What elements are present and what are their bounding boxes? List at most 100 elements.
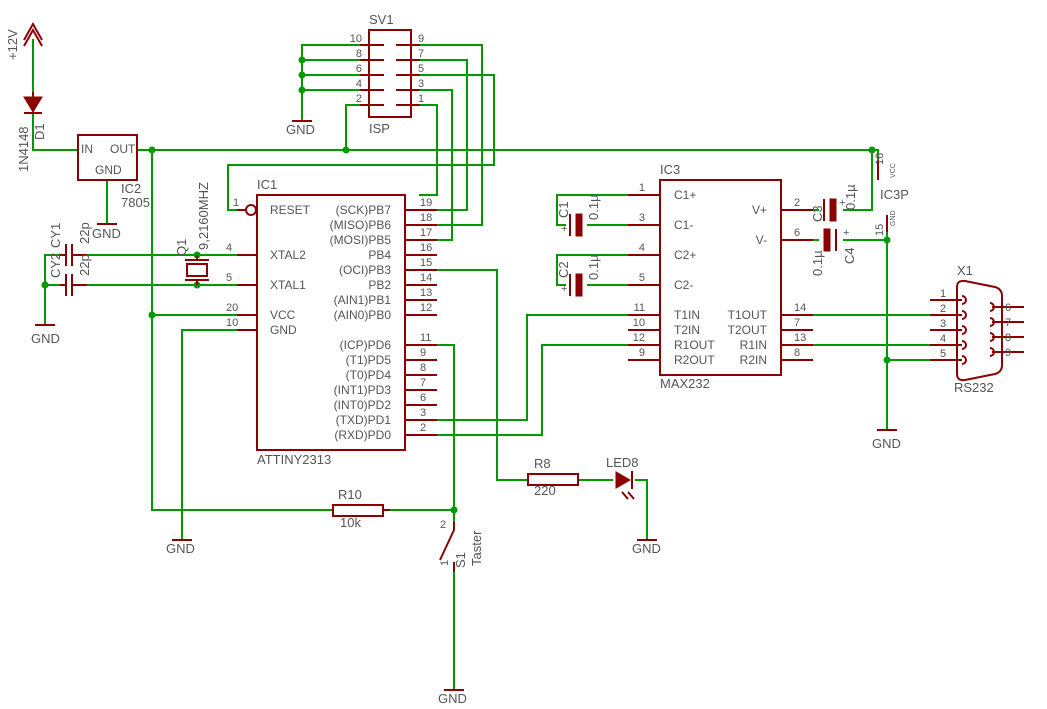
ic1-pin-name: (INT1)PD3: [334, 383, 392, 397]
d1-value: 1N4148: [16, 126, 31, 172]
sv1-pin-number: 10: [350, 33, 362, 45]
ic1-pin-number: 8: [420, 362, 426, 374]
resistor-r10: R10 10k: [332, 487, 390, 530]
ic1-pin-number: 2: [420, 422, 426, 434]
c1-plus: +: [561, 223, 567, 235]
capacitor-c4: + 0.1µ C4: [810, 227, 857, 276]
capacitor-c2: + C2 0.1µ: [556, 254, 601, 297]
ic1-right-pins: 19(SCK)PB718(MISO)PB617(MOSI)PB516PB415(…: [330, 197, 437, 442]
ic3-pin-number: 2: [794, 197, 800, 209]
ic2-out-label: OUT: [110, 142, 136, 156]
x1-pin-number: 3: [940, 318, 946, 330]
ic3-pin-name: R1OUT: [674, 338, 715, 352]
ic1-pin-number: 6: [420, 392, 426, 404]
ic3-ref: IC3: [660, 162, 680, 177]
c2-ref: C2: [556, 261, 571, 278]
gnd-label: GND: [166, 541, 195, 556]
ic1-pin-number: 3: [420, 407, 426, 419]
ic1-pin-name: XTAL2: [270, 248, 306, 262]
ic3p-ref: IC3P: [880, 187, 909, 202]
c3-plus: +: [839, 197, 845, 209]
ic3-pin-number: 8: [794, 347, 800, 359]
ic1-pin-number: 19: [420, 197, 432, 209]
q1-value: 9,2160MHZ: [196, 182, 211, 250]
s1-pin-a: 2: [440, 519, 446, 531]
ic1-pin-name: PB2: [368, 278, 391, 292]
c2-plus: +: [561, 283, 567, 295]
ic3-pin-name: V-: [756, 233, 767, 247]
led8-ref: LED8: [606, 455, 639, 470]
ic1-pin-name: (T0)PD4: [346, 368, 392, 382]
ic3-pin-name: C1+: [674, 188, 696, 202]
ic3-pin-name: V+: [752, 203, 767, 217]
ic2-ref: IC2: [121, 181, 141, 196]
x1-pin-contact: [989, 332, 995, 342]
x1-pin-number: 8: [1005, 332, 1011, 344]
ic3-pin-number: 10: [633, 317, 645, 329]
sv1-pin-number: 4: [356, 78, 362, 90]
ic1-value: ATTINY2313: [257, 452, 331, 467]
sv1-pin-number: 1: [418, 93, 424, 105]
ic3-pin-number: 3: [639, 212, 645, 224]
ic3p-power: 16 VCC IC3P GND 15: [874, 153, 909, 236]
x1-pin-contact: [961, 325, 967, 335]
crystal-q1: Q1 9,2160MHZ: [174, 182, 211, 285]
ic3p-vcc-pin: 16: [874, 153, 886, 165]
ic3-pin-name: R1IN: [740, 338, 767, 352]
ic3-pin-name: C2-: [674, 278, 693, 292]
r10-ref: R10: [338, 487, 362, 502]
ic3-pin-name: R2OUT: [674, 353, 715, 367]
ic3p-gnd-label: GND: [890, 210, 897, 226]
x1-pin-contact: [989, 347, 995, 357]
ic1-pin-number: 9: [420, 347, 426, 359]
capacitor-cy1: CY1 22p: [48, 222, 92, 266]
ic1-pin-number: 10: [226, 317, 238, 329]
gnd-symbol-ic2: GND: [92, 223, 121, 241]
x1-pin-number: 9: [1005, 347, 1011, 359]
ic1-ref: IC1: [257, 177, 277, 192]
ic1-pin-name: (AIN1)PB1: [334, 293, 392, 307]
c4-plus: +: [843, 227, 849, 239]
x1-pin-number: 6: [1005, 302, 1011, 314]
gnd-label: GND: [632, 541, 661, 556]
ic3-pin-number: 13: [794, 332, 806, 344]
sv1-pin-number: 3: [418, 78, 424, 90]
x1-pin-contact: [961, 355, 967, 365]
ic1-pin-name: XTAL1: [270, 278, 306, 292]
sv1-pin-number: 5: [418, 63, 424, 75]
c1-ref: C1: [556, 201, 571, 218]
c4-value: 0.1µ: [810, 250, 825, 276]
ic1-pin-number: 15: [420, 257, 432, 269]
ic3p-vcc-label: VCC: [890, 163, 897, 178]
x1-pin-contact: [961, 340, 967, 350]
gnd-label: GND: [438, 691, 467, 706]
regulator-ic2: IN OUT GND IC2 7805: [77, 134, 150, 210]
x1-pin-contact: [989, 302, 995, 312]
x1-pin-contact: [961, 310, 967, 320]
s1-pin-b: 1: [439, 560, 451, 566]
s1-ref: S1: [453, 552, 468, 568]
ic3-pin-number: 6: [794, 227, 800, 239]
diode-d1: 1N4148 D1: [16, 92, 47, 172]
power-12v-label: +12V: [5, 29, 20, 60]
d1-ref: D1: [32, 123, 47, 140]
wires: [32, 39, 958, 691]
ic3p-gnd-pin: 15: [874, 224, 886, 236]
ic3-pin-number: 11: [634, 302, 645, 314]
ic1-pin-name: GND: [270, 323, 297, 337]
ic1-pin-number: 11: [420, 332, 431, 344]
s1-value: Taster: [469, 530, 484, 566]
sv1-ref: SV1: [369, 12, 394, 27]
gnd-label: GND: [872, 436, 901, 451]
ic1-pin-name: (AIN0)PB0: [334, 308, 392, 322]
x1-ref: X1: [957, 263, 973, 278]
ic1-pin-name: (SCK)PB7: [336, 203, 392, 217]
ic1-pin-number: 14: [420, 272, 432, 284]
ic3-pin-name: T2OUT: [728, 323, 768, 337]
ic2-gnd-label: GND: [95, 163, 122, 177]
gnd-symbol-led: GND: [632, 539, 661, 556]
